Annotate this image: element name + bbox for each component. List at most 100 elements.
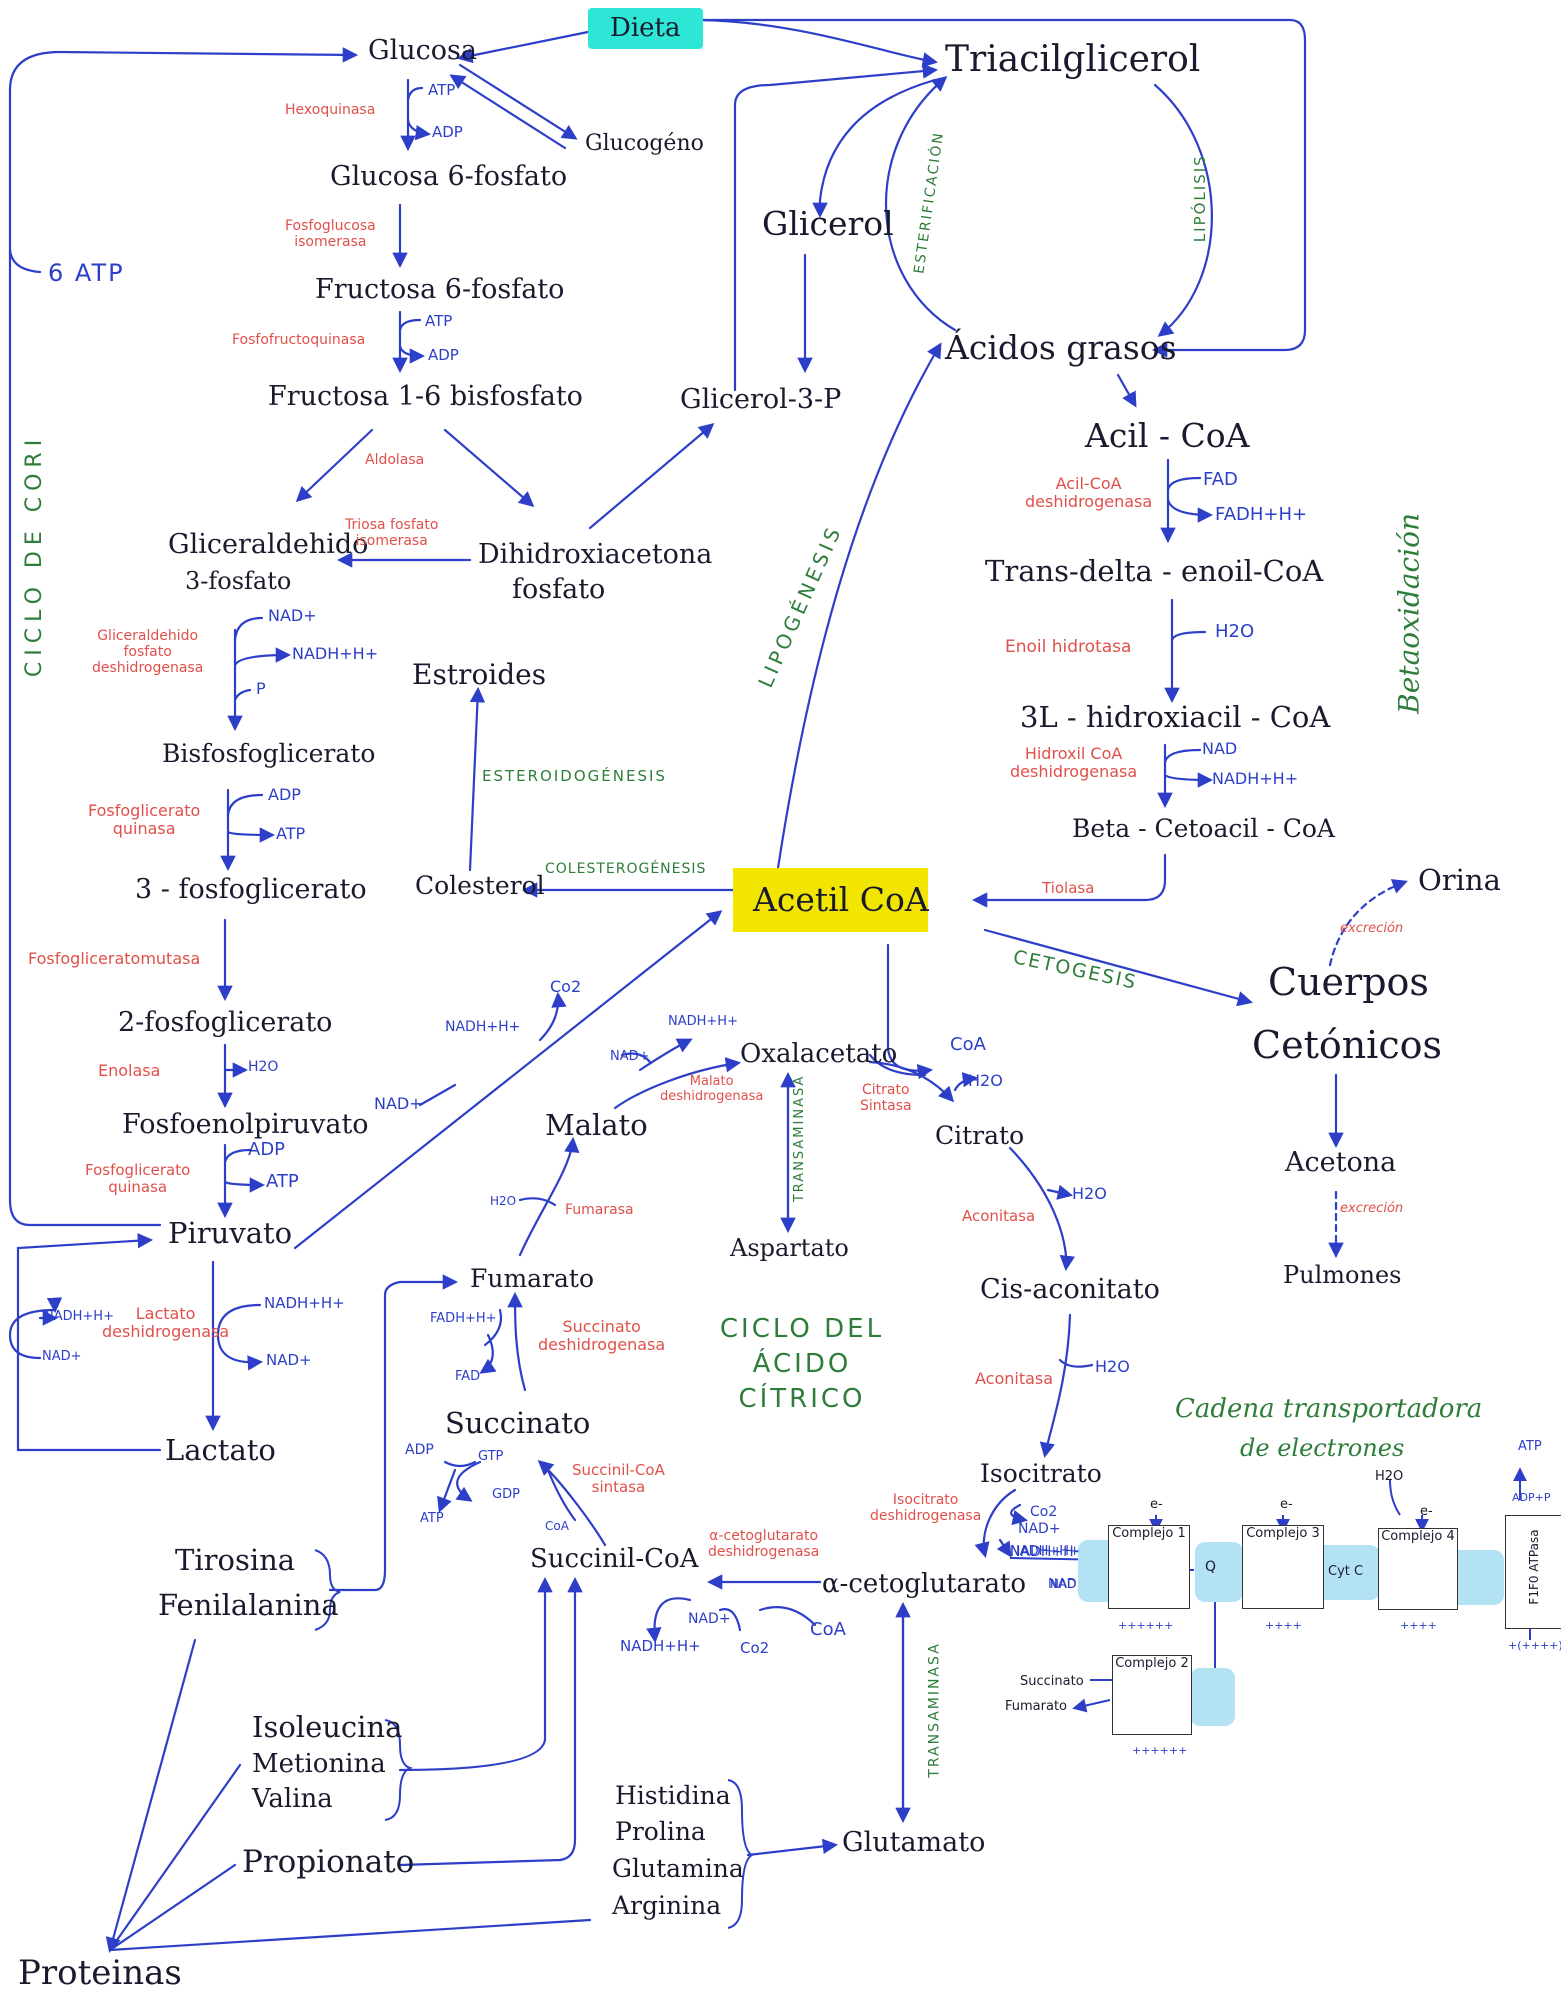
trans-delta-enoil-coa-node: Trans-delta - enoil-CoA — [985, 554, 1324, 588]
glucosa-node: Glucosa — [368, 35, 477, 66]
cofactor-co2: Co2 — [740, 1639, 770, 1657]
propionato-node: Propionato — [242, 1844, 415, 1880]
2-fosfoglicerato-node: 2-fosfoglicerato — [118, 1007, 333, 1038]
cofactor-nad: NAD+ — [610, 1049, 650, 1064]
atp-sintasa: F1F0 ATPasa — [1505, 1515, 1561, 1629]
arrow-malato-oxal — [613, 1057, 742, 1110]
cofactor-h2o: H2O — [968, 1071, 1003, 1090]
arrow-succinil-succinato — [537, 1459, 607, 1547]
cofactor-nad: NAD+ — [268, 606, 317, 625]
acidos-grasos-node: Ácidos grasos — [945, 328, 1177, 367]
arrow-propionato-proteinas — [108, 1863, 237, 1952]
arrow-trig-glicerol — [812, 78, 937, 219]
etc-nad: NAD — [1050, 1577, 1077, 1591]
fumarato-node: Fumarato — [470, 1264, 595, 1293]
arrow-glicerol3p-trig — [733, 63, 939, 392]
cofactor-h2o: H2O — [1072, 1184, 1107, 1203]
cofactor-co2: Co2 — [550, 977, 582, 996]
arrow-succinato-fumarato — [507, 1291, 527, 1392]
arrow-oxal-citrato — [868, 1060, 955, 1103]
cofactor-nadh: NADH+H+ — [668, 1014, 738, 1029]
betaoxidacion-label: Betaoxidación — [1392, 512, 1426, 714]
ciclo-de-cori-label: CICLO DE CORI — [21, 433, 47, 678]
cofactor-coa: CoA — [950, 1034, 986, 1055]
arrow-glucosa-glucogeno — [458, 63, 578, 140]
cofactor-co2: Co2 — [1030, 1504, 1058, 1520]
lipolisis-label: LIPÓLISIS — [1190, 154, 1209, 243]
pulmones-node: Pulmones — [1283, 1261, 1402, 1289]
etc-fumarato: Fumarato — [1005, 1699, 1067, 1714]
proton-label: ++++ — [1265, 1619, 1302, 1632]
fosfoenolpiruvato-node: Fosfoenolpiruvato — [122, 1109, 369, 1140]
enzyme-enolasa: Enolasa — [98, 1061, 161, 1080]
cofactor-fadh: FADH+H+ — [430, 1311, 497, 1326]
acetil-coa-box: Acetil CoA — [733, 868, 929, 932]
fructosa-6-fosfato-node: Fructosa 6-fosfato — [315, 274, 565, 305]
arrow-dhap-glicerol3p — [588, 423, 715, 530]
arrow-f16-dihidroxiacetona — [443, 428, 535, 508]
fructosa-1-6-bisfosfato-node: Fructosa 1-6 bisfosfato — [268, 381, 583, 412]
proton-label: +(++++) — [1508, 1639, 1561, 1652]
cofactor-h2o: H2O — [248, 1059, 279, 1075]
citrato-node: Citrato — [935, 1121, 1025, 1150]
cofactor-adp: ADP — [428, 346, 459, 364]
arrow-lipogenesis — [776, 342, 942, 870]
glutamato-node: Glutamato — [842, 1827, 986, 1858]
etc-nadh: NADH+H+ — [1010, 1544, 1080, 1559]
cofactor-adp: ADP — [248, 1139, 286, 1160]
cofactor-nad: NAD+ — [374, 1094, 423, 1113]
histidina-node: Histidina — [615, 1781, 731, 1810]
malato-node: Malato — [545, 1108, 648, 1142]
arrow-f16-gliceraldehido — [295, 428, 374, 503]
arginina-node: Arginina — [612, 1891, 722, 1920]
proton-label: ++++++ — [1118, 1619, 1174, 1632]
cofactor-fad: FAD — [1203, 469, 1238, 490]
etc-subtitle: de electrones — [1240, 1434, 1405, 1462]
cofactor-nad: NAD — [1048, 1577, 1077, 1592]
glutamina-node: Glutamina — [612, 1854, 744, 1883]
arrow-dieta-trig — [698, 18, 939, 68]
cofactor-nad: NAD+ — [1018, 1521, 1061, 1537]
orina-node: Orina — [1418, 863, 1501, 897]
cofactor-nadh: NADH+H+ — [292, 644, 379, 663]
cofactor-nadh: NADH+H+ — [1212, 769, 1299, 788]
beta-cetoacil-coa-node: Beta - Cetoacil - CoA — [1072, 814, 1335, 843]
cofactor-fad: FAD — [455, 1369, 481, 1384]
cofactor-nadh: NADH+H+ — [44, 1309, 114, 1324]
etc-title: Cadena transportadora — [1175, 1394, 1483, 1424]
arrow-isoleucina-proteinas — [108, 1763, 242, 1952]
cofactor-adp: ADP — [268, 785, 301, 804]
enzyme-fosfogliceratomutasa: Fosfogliceratomutasa — [28, 949, 201, 968]
complejo-3: Complejo 3 — [1242, 1525, 1324, 1609]
isoleucina-node: Isoleucina — [252, 1710, 403, 1744]
colesterogenesis-label: COLESTEROGÉNESIS — [545, 861, 707, 877]
arrow-fumarato-malato — [518, 1136, 580, 1257]
arrow-cori-loop — [8, 47, 359, 1227]
cofactor-coa: CoA — [810, 1619, 846, 1640]
cofactor-nad: NAD — [1202, 739, 1238, 758]
cofactor-atp: ATP — [276, 824, 306, 843]
enzyme-fosfofructoquinasa: Fosfofructoquinasa — [232, 332, 366, 348]
cofactor-nadh: NADH+H+ — [620, 1637, 701, 1655]
fenilalanina-node: Fenilalanina — [158, 1588, 339, 1622]
arrow-acetil-cuerpos — [983, 928, 1253, 1007]
electron-label: e- — [1150, 1497, 1163, 1512]
cofactor-adp: ADP — [405, 1442, 434, 1458]
3l-hidroxiacil-coa-node: 3L - hidroxiacil - CoA — [1020, 700, 1331, 734]
gliceraldehido-node: Gliceraldehido — [168, 529, 369, 560]
triacilglicerol-node: Triacilglicerol — [945, 39, 1201, 80]
cofactor-nad: NAD+ — [42, 1349, 82, 1364]
cetonicos-node: Cetónicos — [1252, 1023, 1442, 1067]
arrow-tirosina-fumarato — [328, 1274, 459, 1592]
glucosa-6-fosfato-node: Glucosa 6-fosfato — [330, 161, 568, 192]
